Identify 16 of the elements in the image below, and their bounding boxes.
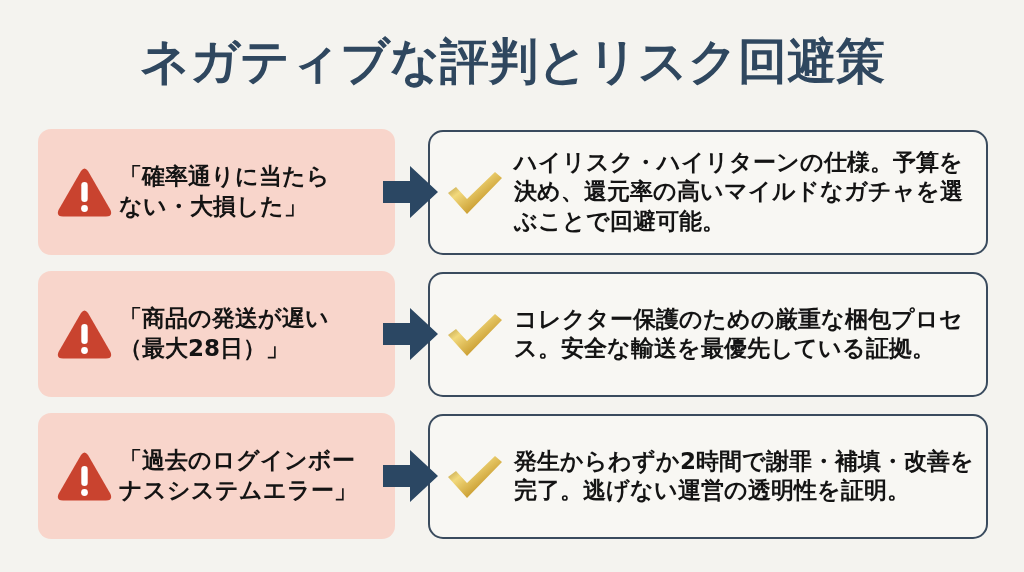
complaint-text: 「確率通りに当たらない・大損した」 — [119, 162, 331, 221]
complaint-text: 「過去のログインボーナスシステムエラー」 — [119, 446, 358, 505]
solution-text: 発生からわずか2時間で謝罪・補填・改善を完了。逃げない運営の透明性を証明。 — [514, 446, 975, 506]
arrow — [383, 166, 438, 218]
complaint-box — [38, 129, 395, 255]
arrow — [383, 308, 438, 360]
solution-text: ハイリスク・ハイリターンの仕様。予算を決め、還元率の高いマイルドなガチャを選ぶことで回避可能。 — [514, 147, 964, 237]
solution-box — [428, 272, 988, 397]
complaint-text: 「商品の発送が遅い（最大28日）」 — [119, 304, 330, 363]
solution-text: コレクター保護のための厳重な梱包プロセス。安全な輸送を最優先している証拠。 — [514, 304, 964, 364]
title: ネガティブな評判とリスク回避策 — [139, 34, 885, 91]
solution-box — [428, 414, 988, 539]
solution-box — [428, 130, 988, 255]
arrow — [383, 450, 438, 502]
complaint-box — [38, 271, 395, 397]
complaint-box — [38, 413, 395, 539]
